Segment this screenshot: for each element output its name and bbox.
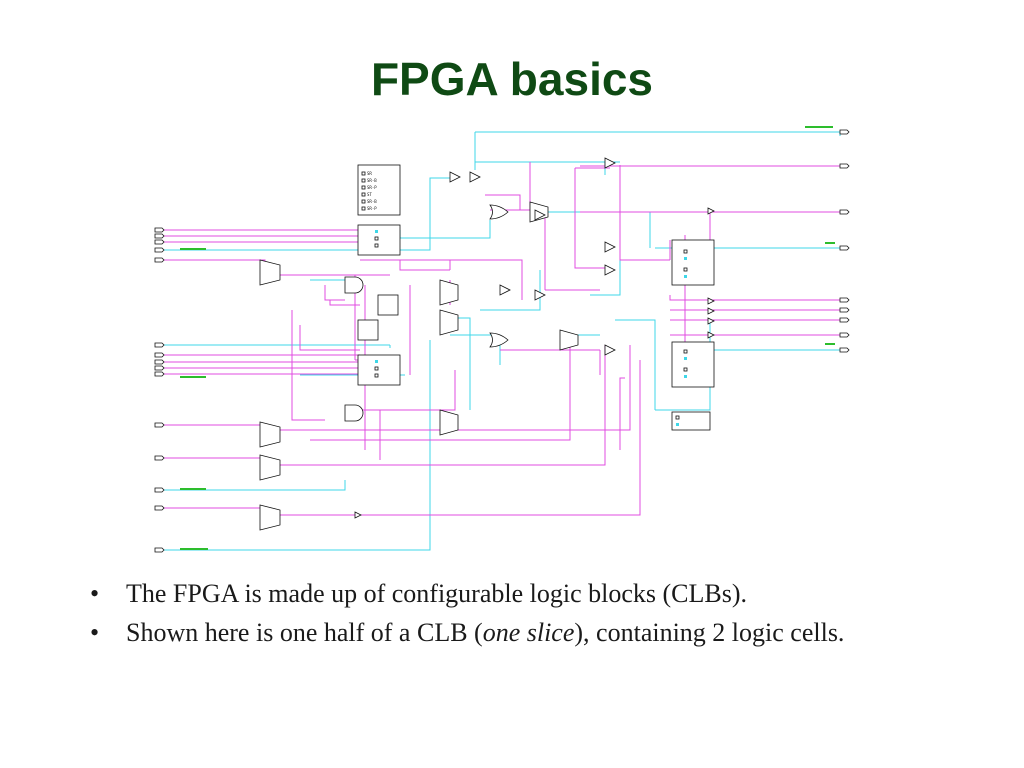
config-box-bottom-right: [671, 411, 711, 431]
bullet-item: • The FPGA is made up of configurable lo…: [88, 578, 948, 609]
bullet-text: The FPGA is made up of configurable logi…: [126, 579, 748, 608]
svg-text:SR-P: SR-P: [367, 185, 377, 190]
config-box-top: SR SR-B SR-P ST SR-B SR-P: [357, 164, 401, 216]
ff-box-right-1: [671, 239, 715, 286]
svg-text:SR-B: SR-B: [367, 178, 377, 183]
small-box-2: [357, 319, 379, 341]
bullet-text-emphasis: one slice: [482, 618, 575, 647]
green-annotations: [180, 126, 835, 550]
bullet-dot: •: [90, 579, 100, 608]
small-box-1: [377, 294, 399, 316]
svg-text:SR-P: SR-P: [367, 206, 377, 211]
bullet-list: • The FPGA is made up of configurable lo…: [88, 578, 948, 656]
gate-group: [344, 157, 616, 422]
mux-group: [259, 201, 579, 531]
svg-text:ST: ST: [367, 192, 372, 197]
bullet-item: • Shown here is one half of a CLB (one s…: [88, 617, 948, 648]
right-pins: [839, 129, 850, 353]
svg-text:SR-B: SR-B: [367, 199, 377, 204]
svg-text:SR: SR: [367, 171, 372, 176]
bullet-text-post: ), containing 2 logic cells.: [574, 618, 845, 647]
ff-box-2: [357, 354, 401, 386]
left-pins: [154, 227, 165, 553]
page-title: FPGA basics: [370, 53, 654, 105]
clb-slice-schematic: SR SR-B SR-P ST SR-B SR-P: [154, 126, 850, 553]
buffer-group: [354, 207, 715, 519]
ff-box-1: [357, 224, 401, 256]
bullet-dot: •: [90, 618, 100, 647]
bullet-text-pre: Shown here is one half of a CLB (: [126, 618, 483, 647]
ff-box-right-2: [671, 341, 715, 388]
